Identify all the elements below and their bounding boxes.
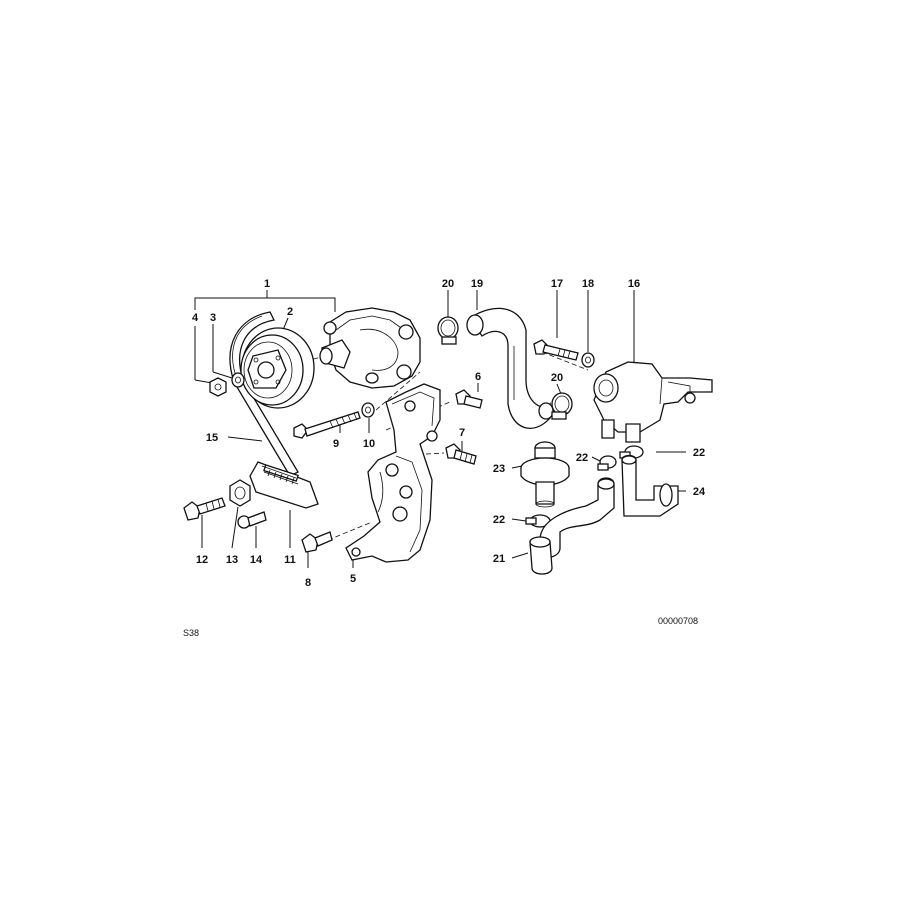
- mounting-bracket: [345, 383, 441, 563]
- washer: [231, 372, 245, 388]
- label-18: 18: [582, 278, 594, 290]
- label-17: 17: [551, 278, 563, 290]
- label-12: 12: [196, 554, 208, 566]
- label-5: 5: [350, 573, 356, 585]
- cap-valve: [520, 441, 570, 508]
- bolt: [301, 531, 333, 553]
- label-20a: 20: [442, 278, 454, 290]
- washer: [581, 352, 595, 368]
- stud-bolt: [445, 443, 477, 465]
- label-9: 9: [333, 438, 339, 450]
- tensioner-plate: [249, 461, 319, 509]
- hose: [466, 307, 554, 429]
- label-16: 16: [628, 278, 640, 290]
- label-3: 3: [210, 312, 216, 324]
- label-6: 6: [475, 371, 481, 383]
- nut: [209, 377, 227, 397]
- long-bolt: [533, 339, 579, 361]
- label-1: 1: [264, 278, 270, 290]
- label-4: 4: [192, 312, 199, 324]
- label-8: 8: [305, 577, 311, 589]
- hose-clamp: [437, 316, 459, 345]
- steering-pump: [319, 307, 421, 389]
- hose-clamp: [551, 392, 573, 420]
- label-15: 15: [206, 432, 218, 444]
- washer: [361, 402, 375, 418]
- long-bolt: [293, 411, 361, 439]
- hose-clamp: [525, 514, 551, 528]
- label-22a: 22: [576, 452, 588, 464]
- label-13: 13: [226, 554, 238, 566]
- screw: [237, 511, 267, 529]
- valve-housing: [593, 361, 713, 443]
- label-14: 14: [250, 554, 263, 566]
- label-7: 7: [459, 427, 465, 439]
- label-11: 11: [284, 554, 296, 566]
- label-22b: 22: [693, 447, 705, 459]
- label-24: 24: [693, 486, 706, 498]
- part-labels: 1 2 3 4 5 6 7 8 9 10 11 12 13 14 15 16 1…: [192, 278, 706, 589]
- label-2: 2: [287, 306, 293, 318]
- label-21: 21: [493, 553, 505, 565]
- diagram-code-left: S38: [183, 628, 199, 638]
- adjusting-nut: [229, 479, 251, 507]
- short-bolt: [455, 389, 483, 409]
- hose-assembly: [539, 454, 679, 559]
- label-19: 19: [471, 278, 483, 290]
- label-23: 23: [493, 463, 505, 475]
- label-10: 10: [363, 438, 375, 450]
- diagram-code-right: 00000708: [658, 616, 698, 626]
- pulley: [240, 327, 315, 409]
- label-22c: 22: [493, 514, 505, 526]
- label-20b: 20: [551, 372, 563, 384]
- hose: [529, 536, 553, 575]
- hose-clamp: [597, 455, 617, 471]
- bolt: [183, 497, 226, 521]
